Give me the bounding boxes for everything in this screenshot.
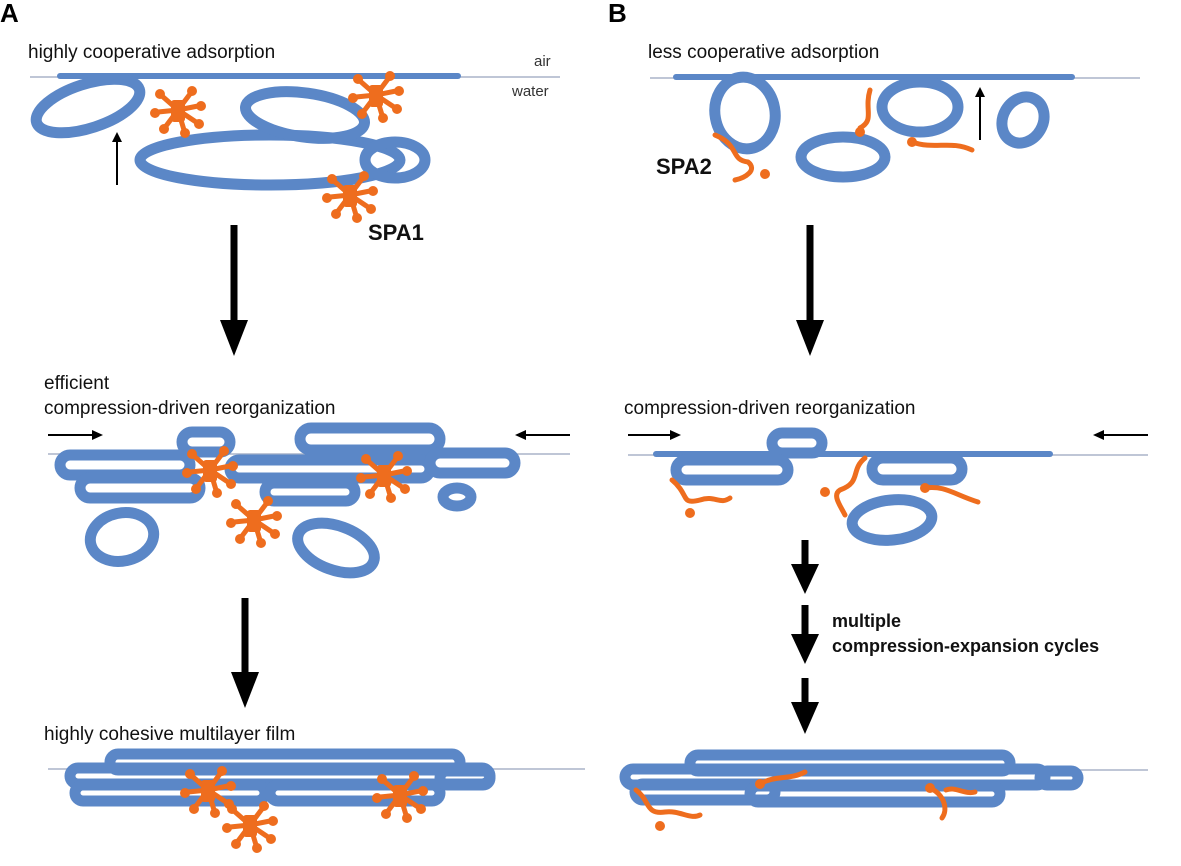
panel-a-letter: A: [0, 0, 19, 28]
panel-b-down-arrowhead-2: [791, 564, 819, 594]
panel-a-down-arrowhead-2: [231, 672, 259, 708]
panel-a-step1-label: highly cooperative adsorption: [28, 42, 275, 63]
panel-b-down-arrowhead-4: [791, 702, 819, 734]
panel-b-vesicles-2: [670, 427, 968, 546]
spa2-protein: [633, 769, 978, 831]
panel-b-down-arrowhead-1: [796, 320, 824, 356]
spa1-label: SPA1: [368, 220, 424, 245]
water-label: water: [511, 83, 549, 100]
panel-b-vesicles-1: [709, 71, 1050, 183]
air-label: air: [534, 53, 551, 70]
panel-b-compress-arrowhead-right: [1093, 430, 1104, 440]
panel-a-adsorb-arrowhead: [112, 132, 122, 142]
spa2-protein: [712, 87, 975, 183]
panel-b-compress-arrowhead-left: [670, 430, 681, 440]
panel-b-step2-label: compression-driven reorganization: [624, 398, 915, 419]
spa2-protein: [669, 455, 981, 518]
panel-b-cycles-label-line1: multiple: [832, 611, 901, 631]
panel-a-vesicles-2: [54, 422, 521, 579]
panel-b-adsorb-arrowhead: [975, 87, 985, 97]
panel-b-cycles-label-line2: compression-expansion cycles: [832, 636, 1099, 656]
panel-b-letter: B: [608, 0, 627, 28]
panel-b-down-arrowhead-3: [791, 634, 819, 664]
panel-b-step1-label: less cooperative adsorption: [648, 42, 879, 63]
panel-a-step3-label: highly cohesive multilayer film: [44, 724, 295, 745]
panel-a-multilayer-film: [64, 748, 496, 807]
spa1-protein-cluster: [150, 86, 206, 138]
panel-b-multilayer-film: [619, 749, 1084, 808]
panel-a-down-arrowhead-1: [220, 320, 248, 356]
spa1-protein-cluster: [222, 801, 278, 853]
panel-a-compress-arrowhead-left: [92, 430, 103, 440]
spa2-label: SPA2: [656, 154, 712, 179]
panel-a-vesicles-1: [30, 73, 431, 191]
panel-a-compress-arrowhead-right: [515, 430, 526, 440]
panel-a-step2-label-line1: efficient: [44, 373, 110, 394]
panel-a-step2-label-line2: compression-driven reorganization: [44, 398, 335, 419]
